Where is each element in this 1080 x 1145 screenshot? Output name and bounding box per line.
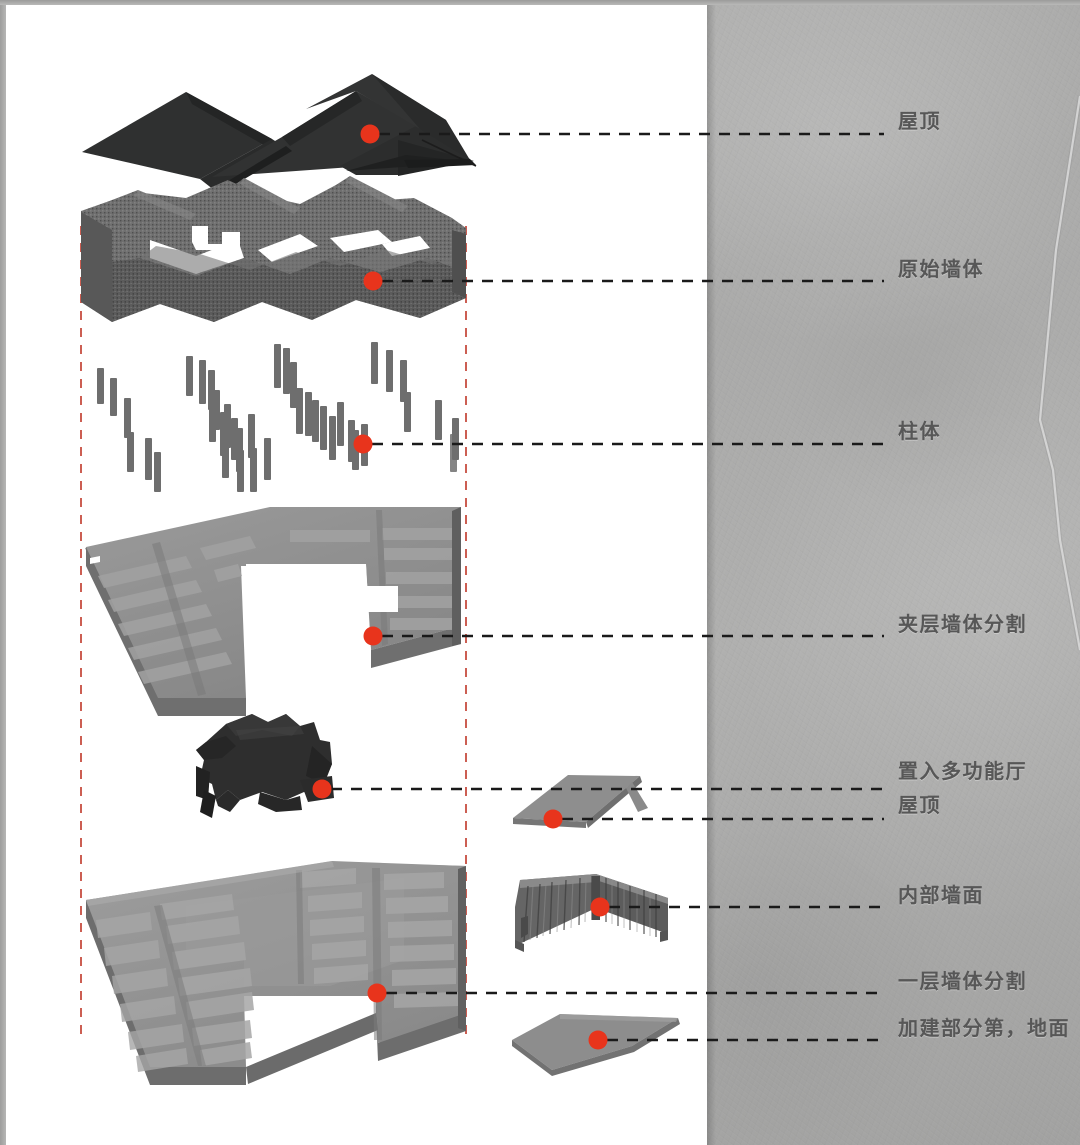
label-roof: 屋顶 xyxy=(898,109,941,133)
sheet-left-edge xyxy=(0,0,6,1145)
label-small-roof: 屋顶 xyxy=(898,793,941,817)
marker-dot-addition-ground[interactable] xyxy=(588,1030,608,1050)
label-leader-lines xyxy=(331,132,884,1042)
label-markers xyxy=(312,124,610,1050)
marker-dot-columns[interactable] xyxy=(353,434,373,454)
roof-pointer-strokes xyxy=(421,139,477,167)
marker-dot-multi-hall[interactable] xyxy=(312,779,332,799)
marker-dot-interior-wall[interactable] xyxy=(590,897,610,917)
layer-columns-field xyxy=(97,342,459,492)
label-addition-ground: 加建部分第，地面 xyxy=(898,1016,1070,1040)
label-original-wall: 原始墙体 xyxy=(898,257,984,281)
layer-mezzanine-slab xyxy=(18,507,461,716)
layer-interior-walls xyxy=(515,874,668,952)
label-multi-hall: 置入多功能厅 xyxy=(898,759,1027,783)
label-floor1-wall-split: 一层墙体分割 xyxy=(898,969,1027,993)
marker-dot-small-roof[interactable] xyxy=(543,809,563,829)
layer-multifunction-hall xyxy=(196,714,334,818)
layer-original-walls xyxy=(81,176,466,322)
label-columns: 柱体 xyxy=(898,419,941,443)
sheet-top-edge xyxy=(0,0,1080,5)
label-mezz-wall-split: 夹层墙体分割 xyxy=(898,612,1027,636)
marker-dot-mezz-wall-split[interactable] xyxy=(363,626,383,646)
sheet-drop-shadow xyxy=(707,0,716,1145)
layer-ground-slab xyxy=(86,861,466,1085)
label-interior-wall: 内部墙面 xyxy=(898,883,984,907)
marker-dot-roof[interactable] xyxy=(360,124,380,144)
layer-roof-sawtooth xyxy=(82,74,476,191)
marker-dot-floor1-wall-split[interactable] xyxy=(367,983,387,1003)
marker-dot-original-wall[interactable] xyxy=(363,271,383,291)
